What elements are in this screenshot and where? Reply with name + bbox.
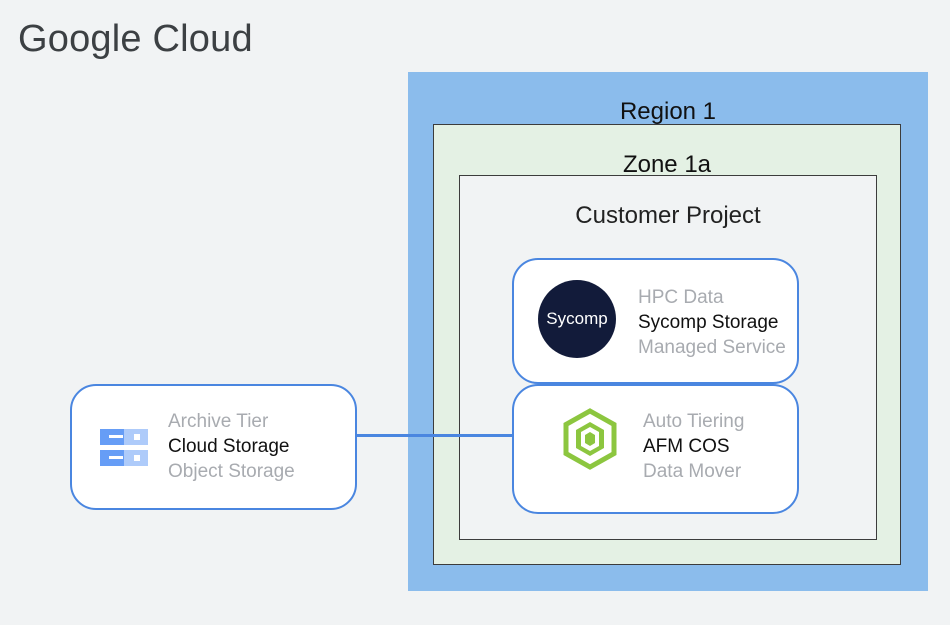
sycomp-logo: Sycomp bbox=[538, 280, 616, 358]
afm-line2: AFM COS bbox=[643, 436, 730, 457]
sycomp-line3: Managed Service bbox=[638, 337, 786, 358]
afm-cos-card[interactable]: Auto Tiering AFM COS Data Mover bbox=[512, 384, 799, 514]
storage-server-icon bbox=[99, 426, 149, 470]
hexagon-cube-icon bbox=[562, 408, 618, 470]
sycomp-logo-text: Sycomp bbox=[546, 309, 608, 328]
storage-line1: Archive Tier bbox=[168, 411, 269, 432]
afm-line3: Data Mover bbox=[643, 461, 742, 482]
cloud-storage-card[interactable]: Archive Tier Cloud Storage Object Storag… bbox=[70, 384, 357, 510]
sycomp-storage-card[interactable]: Sycomp HPC Data Sycomp Storage Managed S… bbox=[512, 258, 799, 384]
region-label: Region 1 bbox=[619, 98, 717, 125]
project-label: Customer Project bbox=[575, 202, 761, 229]
zone-label: Zone 1a bbox=[622, 151, 712, 178]
sycomp-line2: Sycomp Storage bbox=[638, 312, 779, 333]
storage-line3: Object Storage bbox=[168, 461, 295, 482]
connector-line bbox=[356, 434, 513, 437]
storage-line2: Cloud Storage bbox=[168, 436, 290, 457]
page-title: Google Cloud bbox=[18, 18, 253, 60]
sycomp-line1: HPC Data bbox=[638, 287, 724, 308]
afm-line1: Auto Tiering bbox=[643, 411, 745, 432]
